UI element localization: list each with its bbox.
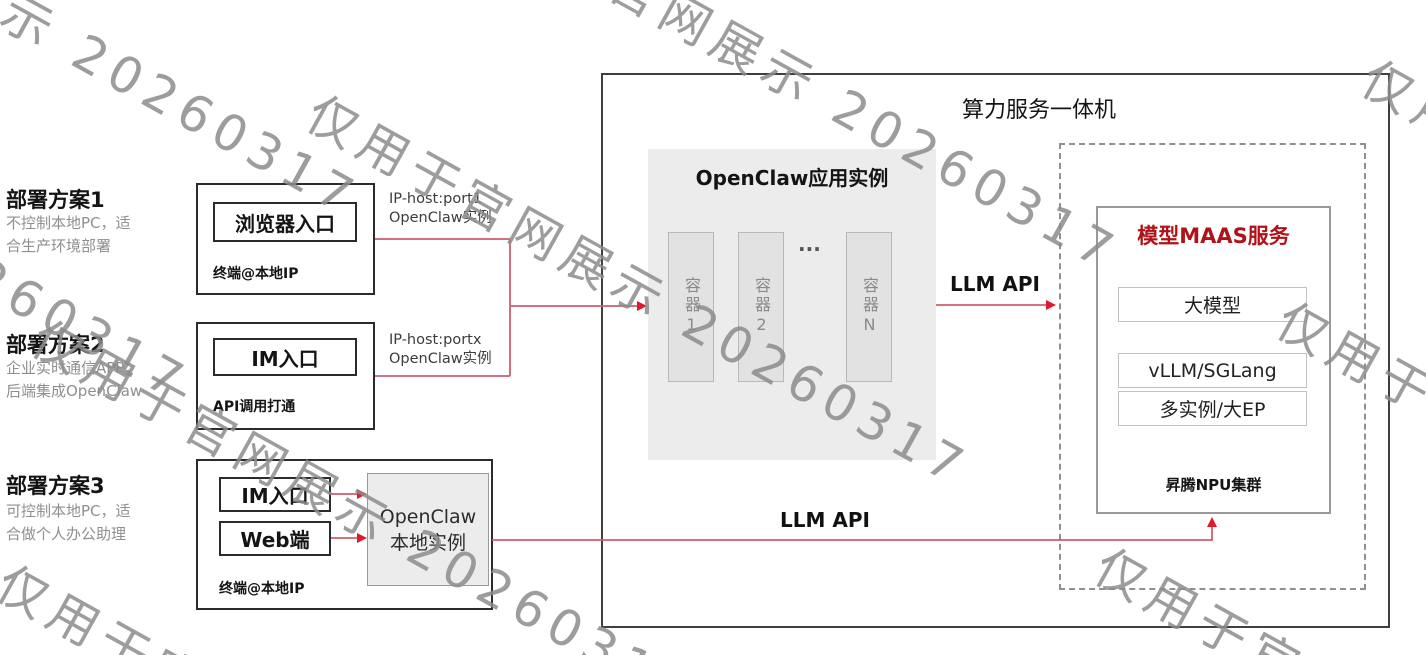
containers-ellipsis: ... bbox=[798, 232, 821, 256]
browser-entry-box: 浏览器入口 bbox=[213, 202, 357, 242]
container-1-box: 容器1 bbox=[668, 232, 714, 382]
llm-api-bottom-label: LLM API bbox=[780, 508, 870, 532]
plan1-connection-label: IP-host:port1 OpenClaw实例 bbox=[389, 191, 492, 226]
maas-item-vllm-sglang: vLLM/SGLang bbox=[1118, 353, 1307, 388]
plan3-im-entry-box: IM入口 bbox=[219, 477, 331, 512]
plan3-terminal-label: 终端@本地IP bbox=[219, 581, 305, 597]
plan1-title: 部署方案1 bbox=[6, 188, 105, 212]
plan2-title: 部署方案2 bbox=[6, 333, 105, 357]
plan3-desc: 可控制本地PC，适 合做个人办公助理 bbox=[6, 502, 131, 543]
maas-footer-npu-cluster: 昇腾NPU集群 bbox=[1165, 476, 1262, 494]
plan2-api-label: API调用打通 bbox=[213, 399, 296, 415]
plan1-desc: 不控制本地PC，适 合生产环境部署 bbox=[6, 214, 131, 255]
npu-dashed-box bbox=[1059, 143, 1366, 590]
plan2-connection-label: IP-host:portx OpenClaw实例 bbox=[389, 332, 492, 367]
maas-item-multi-instance: 多实例/大EP bbox=[1118, 391, 1307, 426]
container-2-box: 容器2 bbox=[738, 232, 784, 382]
machine-title: 算力服务一体机 bbox=[962, 98, 1117, 123]
maas-title: 模型MAAS服务 bbox=[1137, 224, 1290, 248]
plan2-desc: 企业实时通信APP， 后端集成OpenClaw bbox=[6, 359, 143, 400]
container-n-box: 容器N bbox=[846, 232, 892, 382]
maas-item-large-model: 大模型 bbox=[1118, 287, 1307, 322]
openclaw-local-instance-box: OpenClaw 本地实例 bbox=[367, 473, 489, 586]
llm-api-top-label: LLM API bbox=[950, 272, 1040, 296]
plan1-terminal-label: 终端@本地IP bbox=[213, 266, 299, 282]
plan3-title: 部署方案3 bbox=[6, 474, 105, 498]
im-entry-box: IM入口 bbox=[213, 338, 357, 376]
openclaw-app-title: OpenClaw应用实例 bbox=[695, 166, 889, 190]
plan3-web-entry-box: Web端 bbox=[219, 521, 331, 556]
